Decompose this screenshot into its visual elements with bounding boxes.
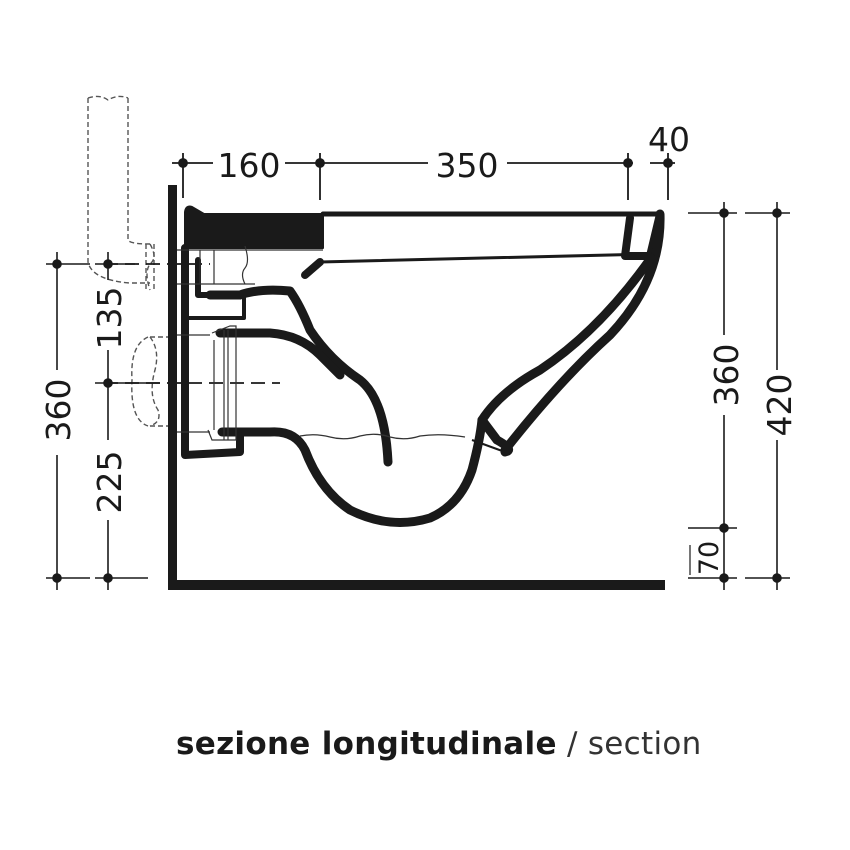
dim-right-360: 360 [707, 344, 746, 407]
center-lines [104, 263, 280, 384]
dim-350: 350 [436, 146, 499, 185]
toilet-body [181, 205, 665, 527]
section-caption: sezione longitudinale / section [176, 726, 702, 762]
dim-160: 160 [218, 146, 281, 185]
dim-40: 40 [648, 120, 690, 159]
dim-135: 135 [90, 287, 129, 350]
water-line [299, 433, 466, 440]
caption-italian: sezione longitudinale [176, 726, 557, 762]
outlet-connector [177, 245, 323, 441]
caption-english: section [587, 726, 702, 762]
right-dimension-lines [688, 202, 790, 590]
water-edge [471, 439, 506, 453]
dim-420: 420 [760, 374, 799, 437]
dim-70: 70 [694, 541, 725, 575]
caption-separator: / [556, 726, 588, 762]
top-dimension-lines [172, 153, 675, 200]
wall-and-floor [168, 185, 665, 590]
left-dimension-lines [46, 252, 160, 590]
dim-225: 225 [90, 451, 129, 514]
supply-pipe-hidden [87, 95, 168, 427]
dim-left-360: 360 [39, 379, 78, 442]
